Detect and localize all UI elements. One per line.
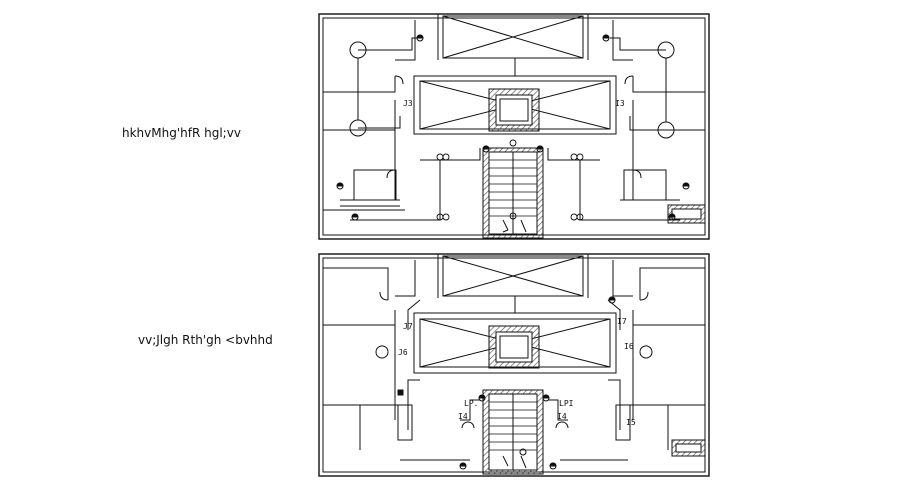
tag-i4-right: I4 bbox=[557, 412, 567, 421]
tag-i3: I3 bbox=[615, 99, 625, 108]
tag-j3: J3 bbox=[403, 99, 413, 108]
bottom-switches bbox=[397, 296, 616, 470]
top-lift-box bbox=[442, 15, 584, 59]
top-plan-label: hkhvMhg'hfR hgl;vv bbox=[122, 126, 241, 140]
tag-i6: I6 bbox=[624, 342, 634, 351]
top-door-1 bbox=[394, 75, 404, 85]
tag-i5: I5 bbox=[626, 418, 636, 427]
bottom-plan-label: vv;Jlgh Rth'gh <bvhhd bbox=[138, 333, 273, 347]
tag-j7: J7 bbox=[403, 322, 413, 331]
tag-j6: J6 bbox=[398, 348, 408, 357]
tag-lp-left: LP. bbox=[464, 399, 478, 408]
tag-i4-left: I4 bbox=[458, 412, 468, 421]
bottom-door-1 bbox=[379, 291, 389, 301]
top-switches bbox=[336, 34, 690, 221]
top-outer-wall bbox=[318, 13, 710, 240]
bottom-door-2 bbox=[639, 291, 649, 301]
bottom-plan-tags: J7 I7 J6 I6 LP. LPI I4 I4 I5 bbox=[398, 317, 636, 427]
top-plan-tags: J3 I3 bbox=[403, 99, 625, 108]
bottom-floor-plan bbox=[318, 253, 710, 477]
tag-i7: I7 bbox=[617, 317, 627, 326]
top-floor-plan bbox=[318, 13, 710, 240]
bottom-outer-wall bbox=[318, 253, 710, 477]
bottom-lift-box bbox=[442, 255, 584, 297]
top-door-2 bbox=[624, 75, 634, 85]
tag-lp-right: LPI bbox=[559, 399, 574, 408]
